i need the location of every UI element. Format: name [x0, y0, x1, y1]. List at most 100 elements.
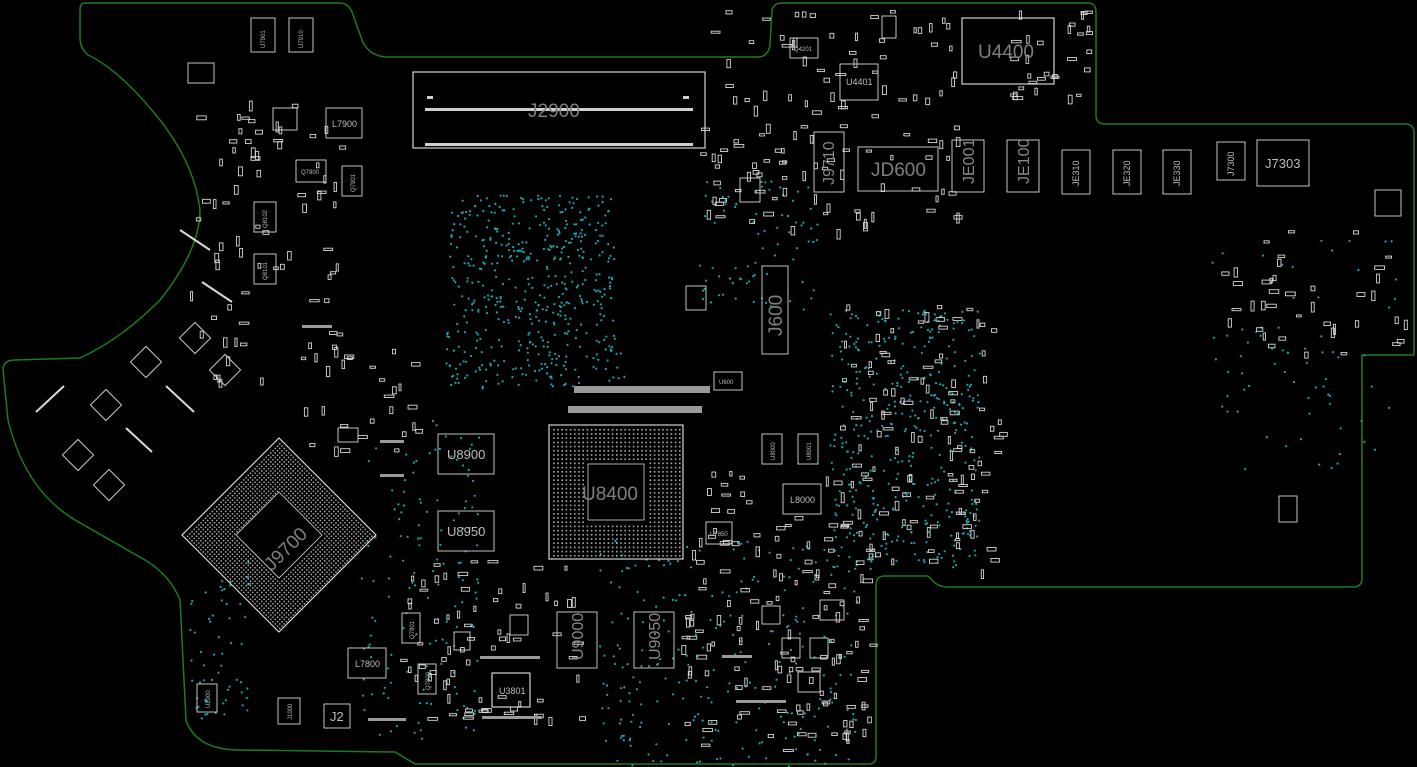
- label-u4400: U4400: [978, 42, 1034, 63]
- label-u8400: U8400: [582, 484, 638, 505]
- via-field: [189, 180, 1398, 767]
- label-q7901: Q7901: [351, 173, 357, 192]
- label-j600: J600: [766, 295, 787, 336]
- connector-j9710[interactable]: J9710: [813, 131, 845, 193]
- component-rect: [272, 107, 298, 131]
- chip-u2000[interactable]: U2000: [196, 683, 218, 713]
- label-u9000: U9000: [570, 613, 587, 660]
- connector-j2900[interactable]: J2900: [412, 71, 706, 149]
- label-u8000: U8000: [771, 442, 777, 460]
- chip-u8950[interactable]: U8950: [437, 510, 495, 552]
- chip-small-top: [881, 15, 897, 39]
- label-je001: JE001: [961, 139, 978, 184]
- rotated-components: [35, 229, 242, 502]
- label-u7850: U7850: [710, 532, 728, 538]
- label-u3801: U3801: [499, 686, 526, 696]
- passive-components: [190, 10, 1408, 752]
- chip-u8000[interactable]: U8000: [761, 433, 783, 465]
- label-u8900: U8900: [447, 447, 485, 462]
- label-je330: JE330: [1172, 160, 1182, 186]
- label-u7910: U7910: [299, 30, 305, 48]
- chip-q8102[interactable]: Q8102: [253, 201, 277, 233]
- pad-strip: [574, 386, 710, 393]
- chip-q7801[interactable]: Q7801: [401, 612, 421, 644]
- label-u4401: U4401: [846, 77, 873, 87]
- chip-u600[interactable]: U600: [713, 371, 743, 391]
- connector-j7300[interactable]: J7300: [1216, 141, 1246, 181]
- component-rect: [187, 62, 215, 84]
- label-u8001: U8001: [807, 442, 813, 460]
- component-rect: [809, 637, 829, 659]
- label-q7800: Q7800: [426, 671, 432, 690]
- component-rect: [1278, 495, 1298, 523]
- connector-j600[interactable]: J600: [761, 265, 789, 355]
- chip-u8001[interactable]: U8001: [797, 433, 819, 465]
- label-l7800: L7800: [355, 659, 380, 669]
- chip-q8101[interactable]: Q8101: [253, 253, 277, 285]
- label-j9710: J9710: [821, 141, 838, 185]
- label-u8950: U8950: [447, 524, 485, 539]
- label-q7900: Q7900: [301, 170, 320, 176]
- chip-u3801[interactable]: U3801: [491, 672, 531, 708]
- connector-j7303[interactable]: J7303: [1256, 139, 1310, 187]
- connector-je330[interactable]: JE330: [1162, 149, 1192, 195]
- chip-u8400[interactable]: U8400: [548, 424, 684, 560]
- pad-strip: [568, 406, 702, 413]
- connector-je310[interactable]: JE310: [1061, 149, 1091, 195]
- label-j7300: J7300: [1226, 151, 1236, 176]
- connector-j1000[interactable]: J1000: [277, 697, 301, 725]
- chip-j9700[interactable]: J9700: [181, 437, 377, 633]
- label-u600: U600: [719, 380, 734, 386]
- chip-u7901[interactable]: U7901: [250, 17, 276, 53]
- chip-q7901[interactable]: Q7901: [341, 165, 363, 197]
- bga-grid: [553, 429, 681, 557]
- component-rect: [819, 599, 845, 621]
- chip-u4401[interactable]: U4401: [839, 63, 879, 101]
- chip-u9050[interactable]: U9050: [633, 611, 675, 669]
- label-u2000: U2000: [206, 690, 212, 708]
- inductor-l7900[interactable]: L7900: [325, 107, 363, 139]
- label-q8101: Q8101: [263, 261, 269, 280]
- connector-j2[interactable]: J2: [323, 703, 351, 729]
- label-q8102: Q8102: [263, 209, 269, 228]
- component-rect: [797, 671, 821, 693]
- chip-u7850[interactable]: U7850: [705, 521, 733, 545]
- connector-je100[interactable]: JE100: [1006, 139, 1040, 193]
- label-je320: JE320: [1122, 160, 1132, 186]
- label-j1000: J1000: [288, 703, 294, 720]
- component-rect: [685, 285, 707, 311]
- label-q4201: Q4201: [794, 47, 813, 53]
- component-rect: [509, 614, 529, 636]
- label-l7900: L7900: [332, 119, 357, 129]
- component-rect: [1374, 189, 1402, 217]
- label-je310: JE310: [1071, 160, 1081, 186]
- inductor-l8000[interactable]: L8000: [782, 483, 822, 515]
- chip-u9000[interactable]: U9000: [556, 611, 598, 669]
- component-rect: [781, 637, 801, 659]
- chip-u7910[interactable]: U7910: [288, 17, 314, 53]
- chip-q7900[interactable]: Q7900: [295, 159, 327, 183]
- chip-q7800[interactable]: Q7800: [417, 663, 437, 695]
- label-j7303: J7303: [1265, 156, 1300, 171]
- label-u7901: U7901: [261, 30, 267, 48]
- chip-q4201[interactable]: Q4201: [789, 37, 819, 59]
- component-rect: [453, 631, 471, 651]
- inductor-l7800[interactable]: L7800: [347, 647, 387, 679]
- label-j2: J2: [330, 709, 344, 724]
- label-l8000: L8000: [790, 495, 815, 505]
- label-jd600: JD600: [871, 160, 926, 181]
- label-q7801: Q7801: [410, 620, 416, 639]
- connector-je320[interactable]: JE320: [1112, 149, 1142, 195]
- component-rect: [739, 177, 761, 203]
- connector-jd600[interactable]: JD600: [857, 146, 939, 192]
- chip-u8900[interactable]: U8900: [437, 433, 495, 475]
- component-rect: [337, 427, 359, 443]
- component-rect: [761, 605, 781, 625]
- label-j2900: J2900: [528, 101, 580, 122]
- label-je100: JE100: [1016, 139, 1033, 184]
- connector-je001[interactable]: JE001: [951, 139, 985, 193]
- label-u9050: U9050: [647, 613, 664, 660]
- chip-u4400[interactable]: U4400: [961, 17, 1055, 85]
